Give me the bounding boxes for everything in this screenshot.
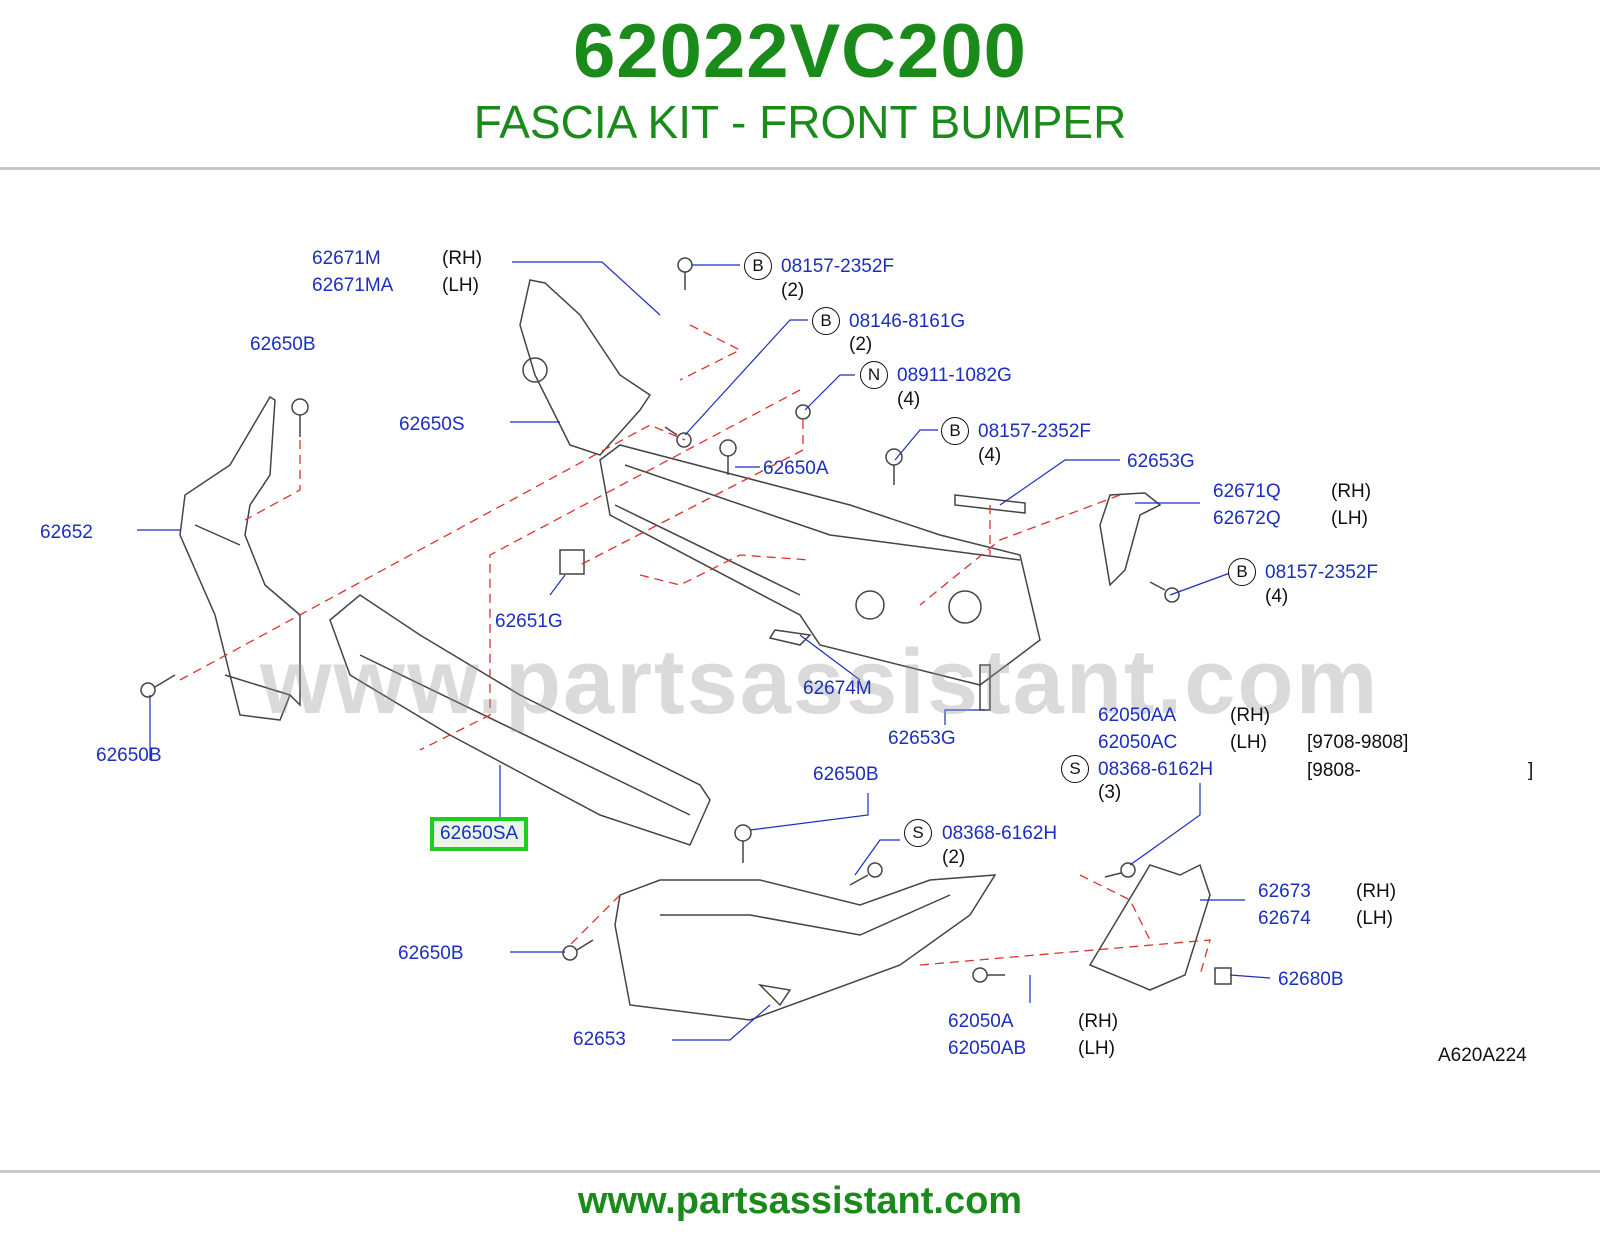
label-leaders [137, 261, 1271, 1041]
callout-letter: S [1061, 755, 1089, 783]
callout-letter: N [860, 361, 888, 389]
callout-letter: B [812, 307, 840, 335]
label-62050AA[interactable]: 62050AA [1098, 705, 1177, 726]
callout-qty: (2) [781, 280, 805, 301]
label-rh: (RH) [1331, 481, 1372, 502]
seal-strip-top [954, 494, 1026, 514]
bracket-62674M [768, 629, 812, 646]
callout-qty: (4) [978, 445, 1002, 466]
label-62674M[interactable]: 62674M [803, 678, 872, 699]
label-lh: (LH) [1356, 908, 1393, 929]
label-lh: (LH) [1078, 1038, 1115, 1059]
label-rh: (RH) [442, 248, 483, 269]
callout-letter: B [1228, 558, 1256, 586]
label-lh: (LH) [1331, 508, 1368, 529]
label-rh: (RH) [1078, 1011, 1119, 1032]
label-62674[interactable]: 62674 [1258, 908, 1311, 929]
corner-bracket [1088, 863, 1211, 991]
callout-part[interactable]: 08146-8161G [849, 311, 966, 332]
label-lh: (LH) [1230, 732, 1267, 753]
callout-qty: (2) [942, 847, 966, 868]
label-62650B[interactable]: 62650B [813, 764, 879, 785]
header: 62022VC200 FASCIA KIT - FRONT BUMPER [0, 0, 1600, 170]
label-62680B[interactable]: 62680B [1278, 969, 1344, 990]
label-62650B[interactable]: 62650B [96, 745, 162, 766]
label-62673[interactable]: 62673 [1258, 881, 1311, 902]
top-divider [0, 167, 1600, 170]
label-62650B[interactable]: 62650B [250, 334, 316, 355]
watermark: www.partsassistant.com [260, 631, 1380, 733]
diagram-code: A620A224 [1438, 1045, 1527, 1066]
label-lh: (LH) [442, 275, 479, 296]
callout-letter: B [941, 417, 969, 445]
label-62050AB[interactable]: 62050AB [948, 1038, 1027, 1059]
label-62671M[interactable]: 62671M [312, 248, 381, 269]
label-62672Q[interactable]: 62672Q [1213, 508, 1281, 529]
label-62653[interactable]: 62653 [573, 1029, 626, 1050]
footer-url[interactable]: www.partsassistant.com [577, 1180, 1023, 1222]
parts-diagram: www.partsassistant.com 62671M (RH) 62671… [0, 175, 1600, 1165]
front-fascia [614, 874, 997, 1021]
bolts [140, 257, 1232, 985]
bottom-divider [0, 1170, 1600, 1173]
callout-qty: (2) [849, 334, 873, 355]
callout-letter: S [904, 819, 932, 847]
diagram-drawing [137, 257, 1271, 1041]
callout-part[interactable]: 08368-6162H [942, 823, 1058, 844]
callout-part[interactable]: 08911-1082G [897, 365, 1012, 386]
label-62652[interactable]: 62652 [40, 522, 93, 543]
side-bracket-right [1099, 492, 1162, 587]
highlighted-part-62650SA[interactable]: 62650SA [430, 817, 529, 851]
page-title: FASCIA KIT - FRONT BUMPER [473, 96, 1127, 148]
label-62671Q[interactable]: 62671Q [1213, 481, 1281, 502]
reinforcement-beam [599, 444, 1041, 686]
dashed-guides [179, 324, 1211, 976]
label-62650A[interactable]: 62650A [763, 458, 829, 479]
label-62651G[interactable]: 62651G [495, 611, 563, 632]
part-number: 62022VC200 [573, 9, 1027, 94]
label-62653G[interactable]: 62653G [1127, 451, 1195, 472]
label-62050A[interactable]: 62050A [948, 1011, 1014, 1032]
callout-part[interactable]: 08157-2352F [978, 421, 1092, 442]
callout-part[interactable]: 08157-2352F [1265, 562, 1379, 583]
label-62650B[interactable]: 62650B [398, 943, 464, 964]
label-rh: (RH) [1356, 881, 1397, 902]
date-range-end: ] [1528, 760, 1534, 781]
callout-qty: (4) [1265, 586, 1289, 607]
seal-strip-bottom [979, 664, 991, 711]
energy-absorber [329, 594, 711, 846]
date-range: [9808- [1307, 760, 1361, 781]
upper-bracket [519, 279, 652, 456]
label-62650S[interactable]: 62650S [399, 414, 465, 435]
clip-62651G [559, 549, 585, 575]
callout-part[interactable]: 08368-6162H [1098, 759, 1214, 780]
callout-part[interactable]: 08157-2352F [781, 256, 895, 277]
callout-qty: (3) [1098, 782, 1122, 803]
date-range: [9708-9808] [1307, 732, 1409, 753]
label-rh: (RH) [1230, 705, 1271, 726]
callout-qty: (4) [897, 389, 921, 410]
label-62050AC[interactable]: 62050AC [1098, 732, 1178, 753]
label-62653G[interactable]: 62653G [888, 728, 956, 749]
label-62671MA[interactable]: 62671MA [312, 275, 394, 296]
callout-letter: B [744, 252, 772, 280]
